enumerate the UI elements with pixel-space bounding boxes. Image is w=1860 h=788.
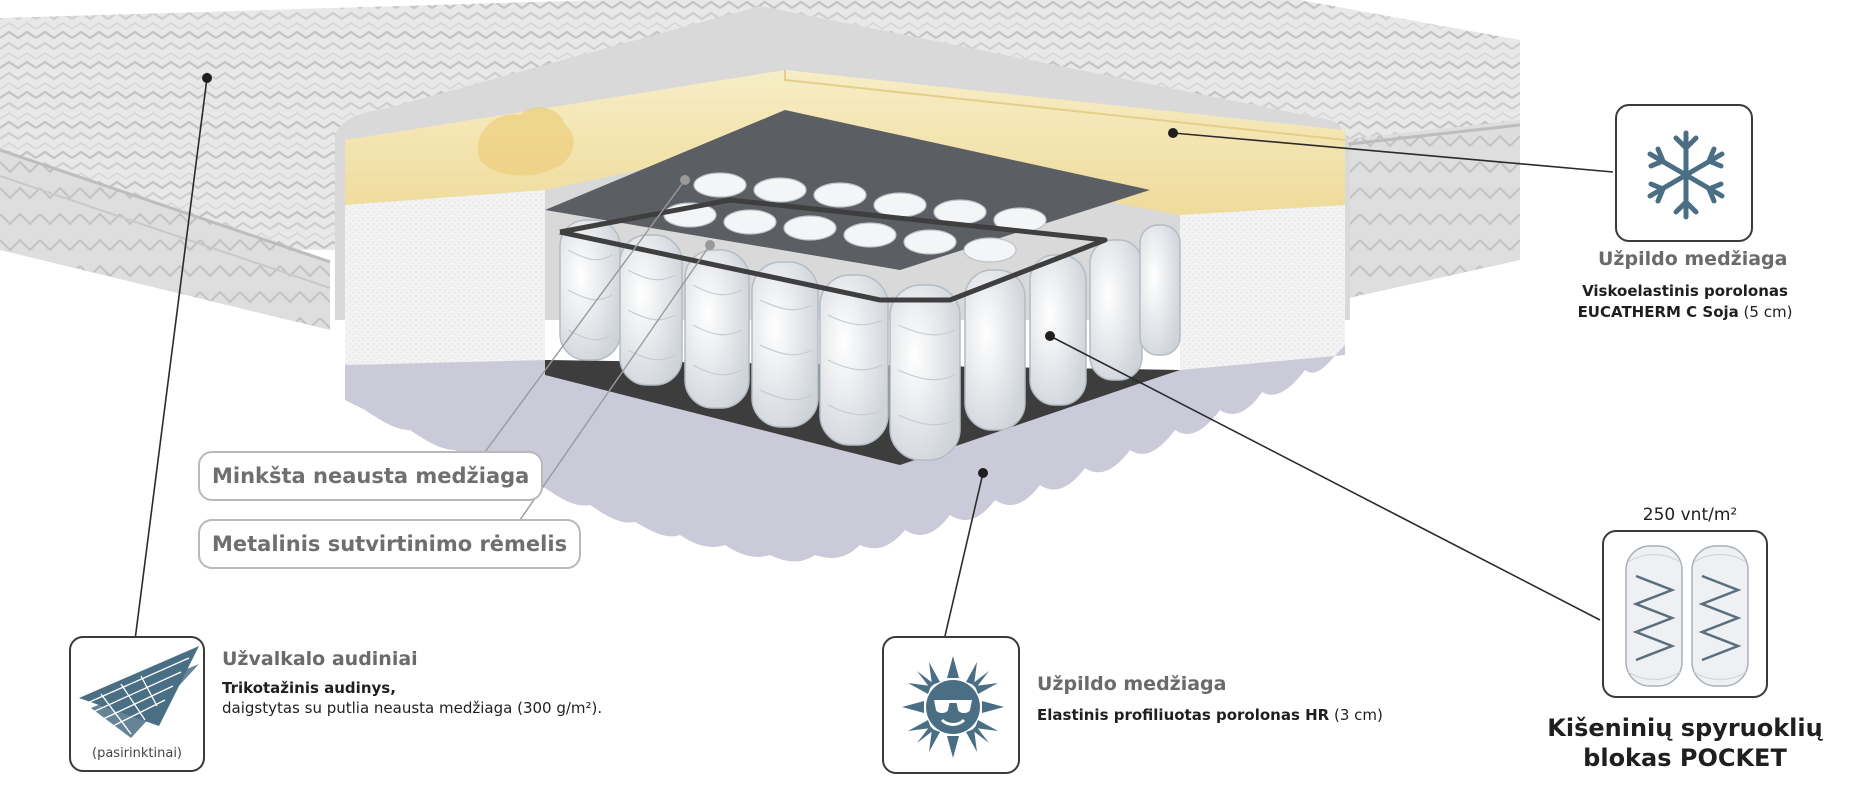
bottom-filling-line1: Elastinis profiliuotas porolonas HR (3 c… bbox=[1037, 706, 1383, 724]
label-metal-frame: Metalinis sutvirtinimo rėmelis bbox=[198, 519, 582, 569]
sun-sunglasses-icon bbox=[902, 656, 1004, 758]
bottom-filling-icon-box bbox=[882, 636, 1020, 774]
cover-line2: daigstytas su putlia neausta medžiaga (3… bbox=[222, 699, 603, 717]
handprint-icon bbox=[477, 107, 574, 176]
fabric-mesh-icon bbox=[79, 646, 199, 738]
bottom-filling-title: Užpildo medžiaga bbox=[1037, 673, 1227, 695]
top-filling-title: Užpildo medžiaga bbox=[1598, 248, 1788, 270]
bottom-filling-product: Elastinis profiliuotas porolonas HR bbox=[1037, 706, 1330, 724]
side-foam-right bbox=[1180, 205, 1345, 370]
top-filling-icon-box bbox=[1615, 104, 1753, 242]
top-filling-line2: EUCATHERM C Soja (5 cm) bbox=[1560, 303, 1810, 321]
cover-icon-caption: (pasirinktinai) bbox=[92, 746, 182, 761]
pocket-spring-icon bbox=[1625, 545, 1749, 687]
springs-title: Kišeninių spyruoklių blokas POCKET bbox=[1540, 713, 1830, 773]
pocket-springs bbox=[559, 219, 1181, 461]
springs-title-line1: Kišeninių spyruoklių bbox=[1547, 714, 1823, 742]
cover-title: Užvalkalo audiniai bbox=[222, 648, 418, 670]
top-filling-line1: Viskoelastinis porolonas bbox=[1582, 282, 1788, 300]
side-foam-left bbox=[345, 190, 545, 365]
mattress-cover-side bbox=[0, 150, 330, 330]
label-metal-frame-text: Metalinis sutvirtinimo rėmelis bbox=[212, 532, 568, 556]
top-filling-thickness: (5 cm) bbox=[1738, 303, 1793, 321]
cover-icon-box: (pasirinktinai) bbox=[69, 636, 205, 772]
snowflake-icon bbox=[1647, 130, 1725, 220]
label-soft-fabric-text: Minkšta neausta medžiaga bbox=[212, 464, 530, 488]
bottom-filling-thickness: (3 cm) bbox=[1329, 706, 1383, 724]
spring-density: 250 vnt/m² bbox=[1642, 505, 1738, 525]
label-soft-fabric: Minkšta neausta medžiaga bbox=[198, 451, 544, 501]
cover-line1: Trikotažinis audinys, bbox=[222, 679, 396, 697]
springs-icon-box bbox=[1602, 530, 1768, 698]
top-filling-product: EUCATHERM C Soja bbox=[1577, 303, 1739, 321]
hr-foam-layer bbox=[345, 345, 1345, 562]
springs-title-line2: blokas POCKET bbox=[1583, 744, 1787, 772]
